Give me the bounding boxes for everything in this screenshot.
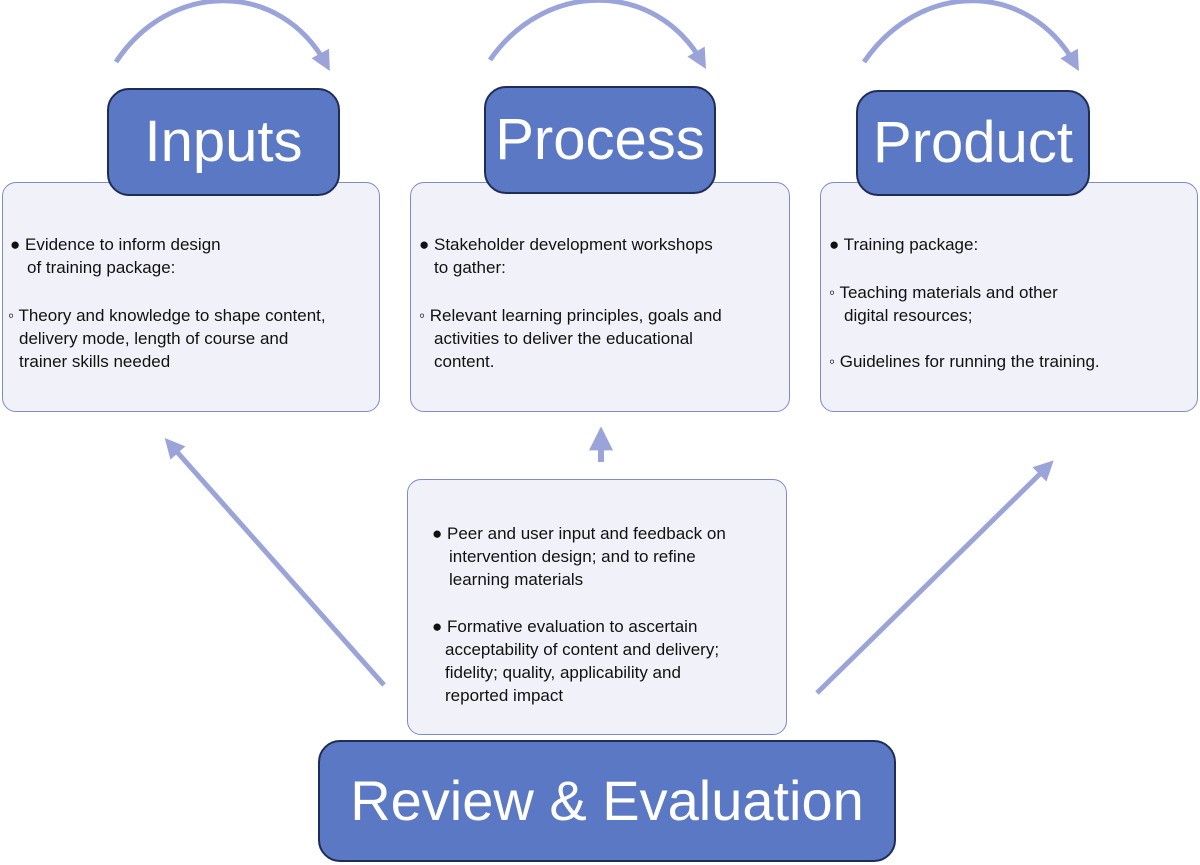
product-line-1: ● Training package: — [829, 235, 979, 254]
review-line-3: learning materials — [449, 570, 584, 589]
inputs-line-5: trainer skills needed — [19, 352, 171, 371]
inputs-title: Inputs — [107, 88, 340, 196]
review-line-5: acceptability of content and delivery; — [445, 640, 720, 659]
process-box — [410, 182, 790, 412]
review-line-2: intervention design; and to refine — [449, 547, 696, 566]
review-box — [407, 479, 787, 735]
process-line-4: activities to deliver the educational — [434, 329, 693, 348]
product-line-3: digital resources; — [844, 306, 973, 325]
inputs-line-3: ◦ Theory and knowledge to shape content, — [8, 306, 326, 325]
inputs-box — [2, 182, 380, 412]
process-line-1: ● Stakeholder development workshops — [419, 235, 713, 254]
inputs-line-1: ● Evidence to inform design — [10, 235, 221, 254]
inputs-line-4: delivery mode, length of course and — [19, 329, 289, 348]
cycle-arrow-product — [861, 0, 1079, 71]
review-line-4: ● Formative evaluation to ascertain — [432, 617, 698, 636]
review-line-6: fidelity; quality, applicability and — [445, 663, 681, 682]
process-title: Process — [484, 86, 716, 194]
inputs-line-2: of training package: — [27, 258, 176, 277]
product-line-2: ◦ Teaching materials and other — [829, 283, 1058, 302]
product-box — [820, 182, 1198, 412]
product-title: Product — [856, 90, 1090, 196]
arrow-review-to-product — [815, 460, 1054, 695]
cycle-arrow-process — [487, 0, 706, 69]
process-line-5: content. — [434, 352, 495, 371]
review-line-1: ● Peer and user input and feedback on — [432, 524, 726, 543]
review-title: Review & Evaluation — [318, 740, 896, 862]
process-line-2: to gather: — [434, 258, 506, 277]
product-line-4: ◦ Guidelines for running the training. — [829, 352, 1100, 371]
arrow-review-to-inputs — [164, 438, 386, 687]
cycle-arrow-inputs — [113, 0, 330, 72]
process-line-3: ◦ Relevant learning principles, goals an… — [419, 306, 722, 325]
review-line-7: reported impact — [445, 686, 564, 705]
